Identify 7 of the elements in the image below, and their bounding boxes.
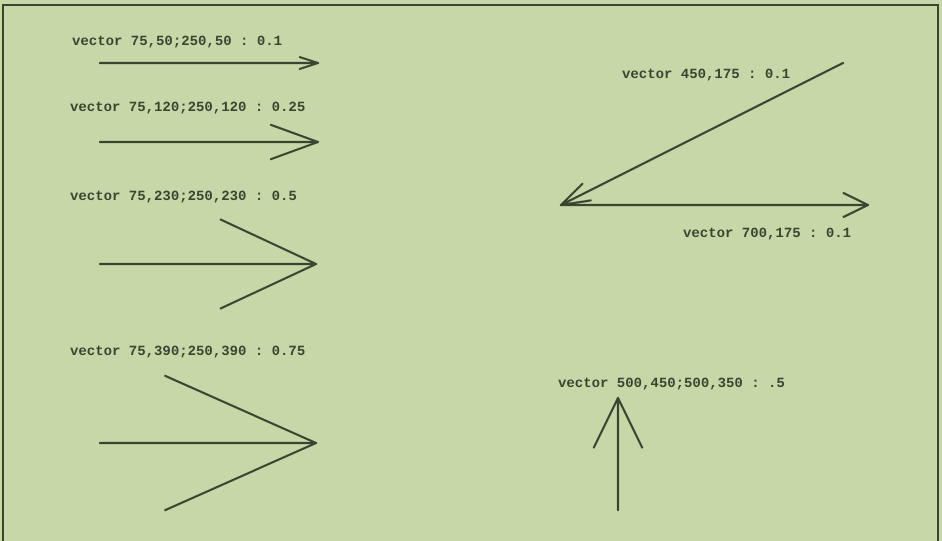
vector-label: vector 700,175 : 0.1	[683, 226, 852, 242]
vector-label: vector 75,50;250,50 : 0.1	[72, 34, 282, 50]
vector-label: vector 75,390;250,390 : 0.75	[70, 344, 306, 360]
vector-label: vector 75,230;250,230 : 0.5	[70, 189, 297, 205]
vector-label: vector 75,120;250,120 : 0.25	[70, 100, 306, 116]
vector-label: vector 450,175 : 0.1	[622, 67, 790, 83]
vector-label: vector 500,450;500,350 : .5	[558, 376, 785, 392]
